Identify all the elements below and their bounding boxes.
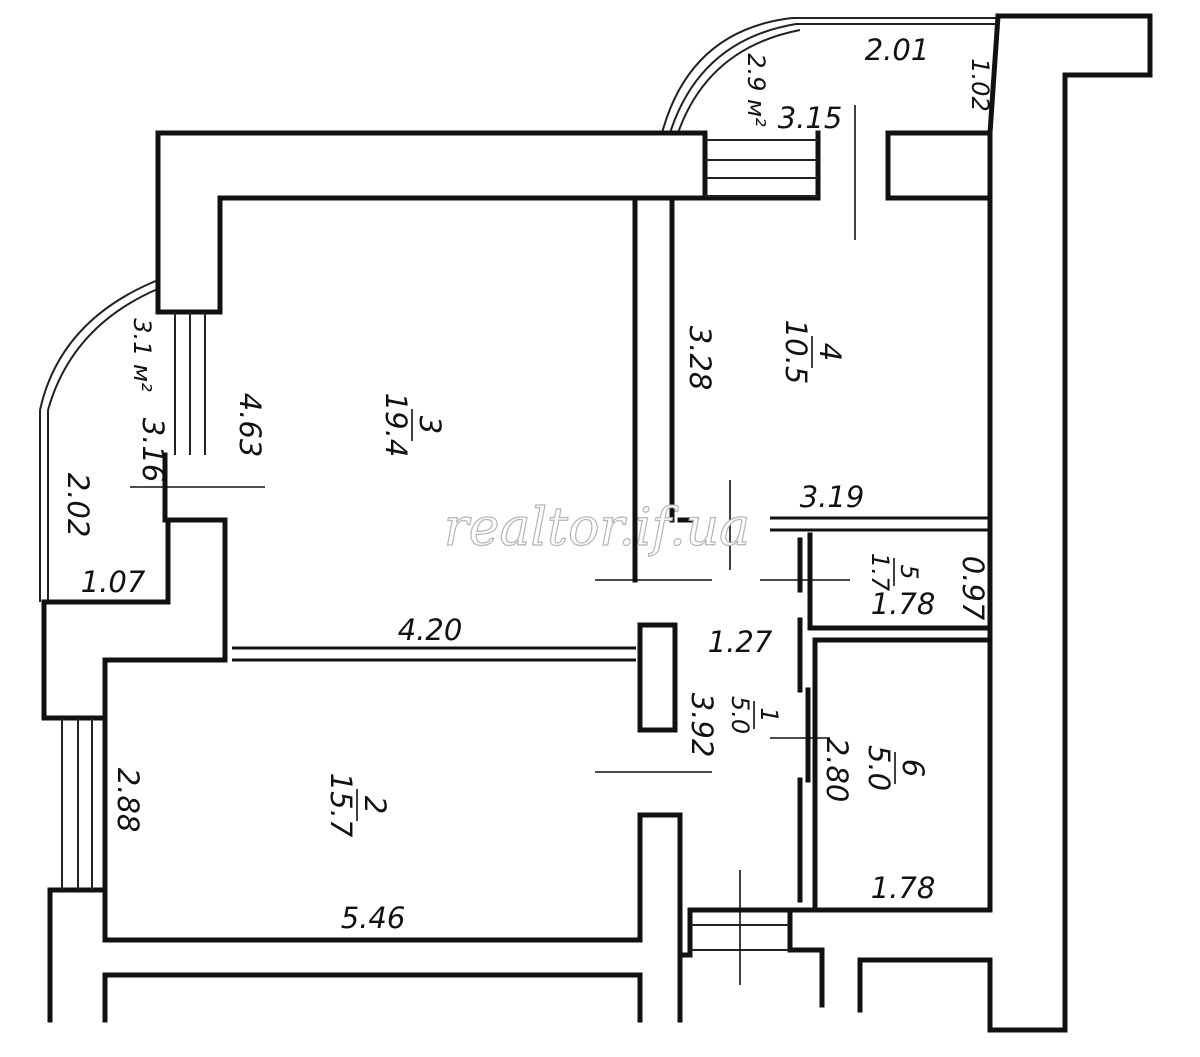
dim-room5-width: 1.78	[871, 587, 936, 621]
dim-hall-length: 3.92	[685, 693, 719, 758]
svg-text:3: 3	[413, 416, 447, 434]
room-label-6: 6 5.0	[862, 745, 930, 791]
dim-room6-width: 1.78	[871, 871, 936, 905]
dim-balcony-left-side: 2.02	[61, 473, 95, 538]
windows	[61, 139, 818, 951]
room-label-2: 2 15.7	[324, 773, 392, 838]
room-label-1: 1 5.0	[726, 696, 783, 734]
dim-room2-height: 2.88	[111, 768, 145, 833]
svg-text:1: 1	[755, 707, 783, 722]
room-label-5: 5 1.7	[866, 553, 923, 592]
room-label-3: 3 19.4	[379, 393, 447, 458]
dim-room4-width-bottom: 3.19	[800, 480, 865, 514]
dim-balcony-left-depth: 1.07	[81, 565, 146, 599]
svg-text:4: 4	[813, 343, 847, 361]
dim-room6-height: 2.80	[820, 738, 854, 803]
dim-room3-width: 4.20	[398, 613, 463, 647]
svg-text:6: 6	[896, 759, 930, 777]
dim-balcony-left-length: 3.16	[136, 418, 170, 483]
dim-room4-height: 3.28	[683, 326, 717, 391]
dimension-labels: 2.01 1.02 2.9 м² 3.15 3.28 3.19 3.1 м² 4…	[61, 33, 994, 935]
svg-text:2: 2	[358, 796, 392, 814]
svg-text:1.7: 1.7	[866, 553, 894, 592]
balcony-left-area: 3.1 м²	[128, 318, 156, 392]
dim-hall-width: 1.27	[708, 625, 773, 659]
watermark: realtor.if.ua	[444, 498, 750, 558]
dim-room2-width: 5.46	[341, 901, 406, 935]
dim-room5-height: 0.97	[956, 556, 990, 621]
dim-balcony-top-depth: 1.02	[966, 58, 994, 111]
svg-text:10.5: 10.5	[779, 320, 813, 385]
svg-text:19.4: 19.4	[379, 393, 413, 458]
svg-text:5.0: 5.0	[862, 745, 896, 791]
room-label-4: 4 10.5	[779, 320, 847, 385]
balcony-top-area: 2.9 м²	[742, 53, 770, 127]
walls	[41, 13, 1153, 1033]
svg-text:5: 5	[895, 564, 923, 579]
dim-room3-height: 4.63	[233, 393, 267, 458]
svg-text:15.7: 15.7	[324, 773, 358, 838]
svg-text:5.0: 5.0	[726, 696, 754, 734]
dim-balcony-top-width: 2.01	[865, 33, 930, 67]
dim-room4-width-top: 3.15	[778, 101, 843, 135]
dimension-ticks	[130, 105, 856, 985]
balcony-top	[661, 13, 1153, 136]
